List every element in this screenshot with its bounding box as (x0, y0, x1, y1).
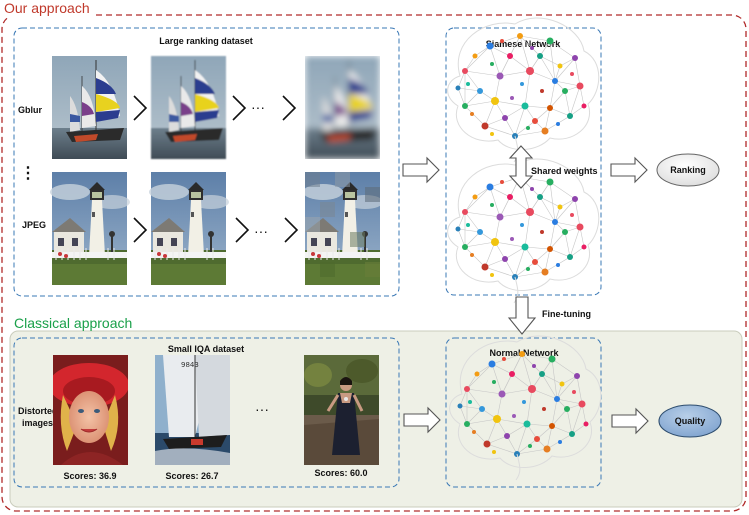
quality-output-node (658, 404, 722, 438)
jpeg-image-heavy (305, 172, 380, 285)
distorted-images-label-line1: Distorted (18, 406, 58, 416)
outer-dashed-border (1, 14, 747, 512)
normal-network-box (445, 337, 602, 488)
vertical-ellipsis: ⋮ (20, 165, 36, 182)
iqa-dataset-box (13, 337, 400, 488)
ranking-output-label: Ranking (670, 165, 706, 175)
quality-output-label: Quality (675, 416, 706, 426)
arrow-to-ranking (610, 157, 648, 183)
ranking-dataset-box (13, 27, 400, 297)
gblur-image-slight (150, 55, 227, 160)
gblur-image-original (51, 55, 128, 160)
iqa-image-sailing: 9843 (155, 355, 230, 465)
jpeg-image-slight (148, 171, 230, 286)
jpeg-greater-than-1 (133, 217, 148, 243)
iqa-ellipsis: ··· (255, 401, 269, 417)
arrow-to-siamese (402, 157, 440, 183)
shared-weights-label: Shared weights (531, 166, 598, 176)
shared-weights-arrow (508, 145, 534, 189)
gblur-ellipsis: ··· (251, 99, 265, 115)
siamese-network-title: Siamese Network (486, 39, 562, 49)
svg-text:9843: 9843 (181, 361, 199, 369)
iqa-image-dress (304, 355, 379, 465)
score-3: Scores: 60.0 (314, 468, 367, 478)
iqa-image-portrait (53, 355, 128, 465)
ranking-dataset-title: Large ranking dataset (159, 36, 253, 46)
jpeg-ellipsis: ··· (254, 223, 268, 239)
jpeg-greater-than-3 (284, 217, 299, 243)
gblur-greater-than-3 (282, 95, 297, 121)
our-approach-title: Our approach (4, 0, 90, 16)
row-label-gblur: Gblur (18, 105, 42, 115)
gblur-greater-than-2 (232, 95, 247, 121)
classical-approach-title: Classical approach (14, 315, 132, 331)
row-label-jpeg: JPEG (22, 220, 46, 230)
score-2: Scores: 26.7 (165, 471, 218, 481)
distorted-images-label-line2: images (22, 418, 53, 428)
fine-tuning-label: Fine-tuning (542, 309, 591, 319)
ranking-output-node (656, 153, 720, 187)
siamese-network-box (445, 27, 602, 296)
fine-tuning-arrow (507, 296, 537, 335)
gblur-image-heavy (305, 56, 380, 159)
gblur-greater-than-1 (133, 95, 148, 121)
iqa-dataset-title: Small IQA dataset (168, 344, 244, 354)
siamese-brain-top (447, 17, 600, 163)
score-1: Scores: 36.9 (63, 471, 116, 481)
jpeg-greater-than-2 (235, 217, 250, 243)
jpeg-image-original (49, 171, 131, 286)
